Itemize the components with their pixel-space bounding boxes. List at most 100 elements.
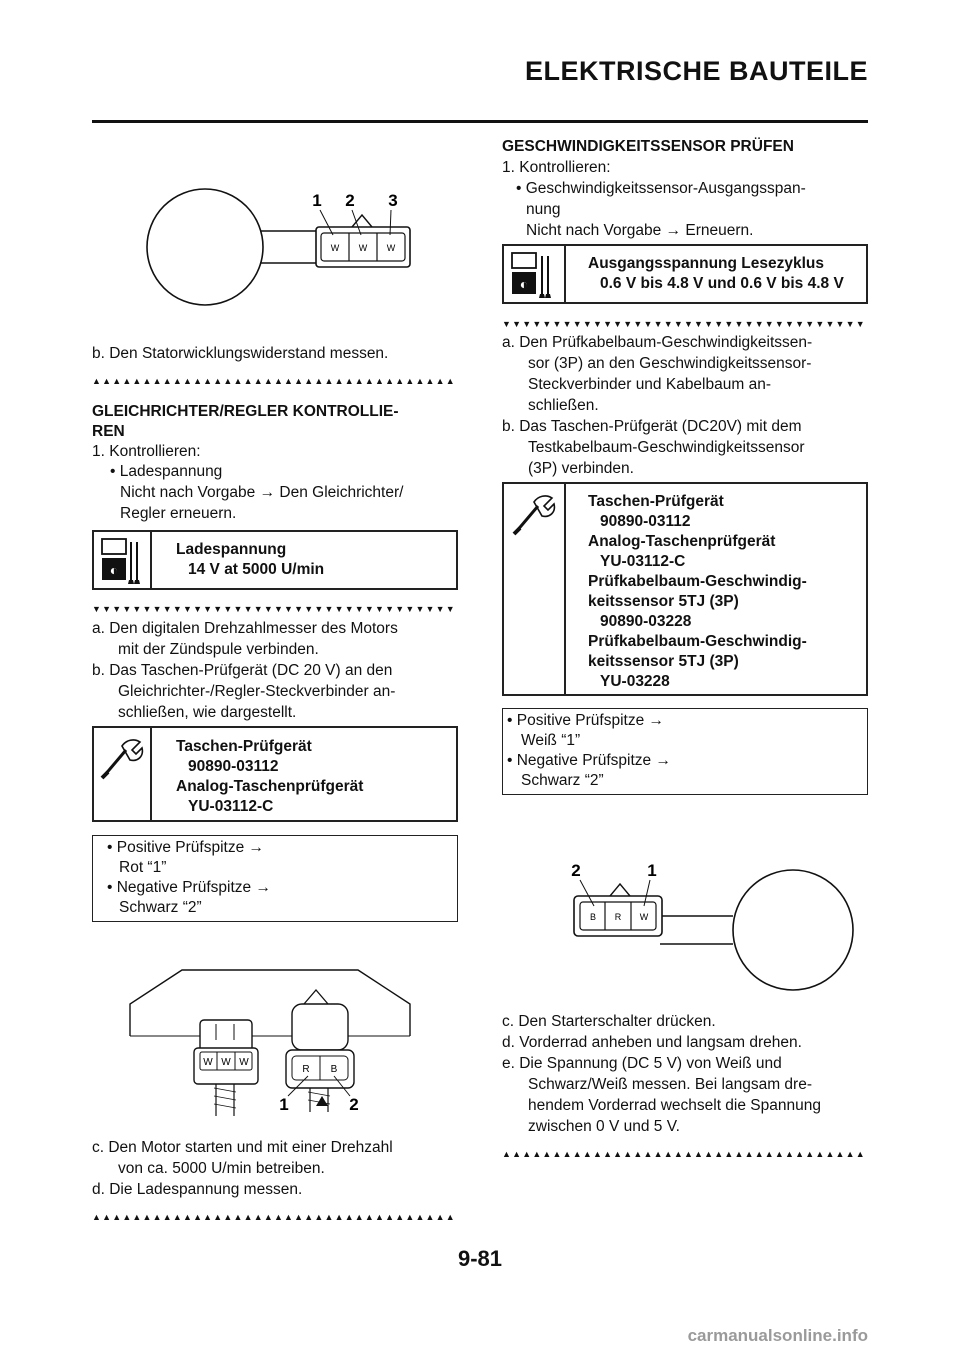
right-check-line: Nicht nach Vorgabe → Erneuern. [526, 222, 754, 239]
right-step-c: c. Den Starterschalter drücken. [502, 1013, 716, 1030]
right-check-bullet-1: • Geschwindigkeitssensor-Ausgangsspan- [516, 180, 806, 197]
fig3-label-2: 2 [571, 861, 580, 880]
fig2-right-pin-2: B [331, 1064, 338, 1075]
right-check-step-1: 1. Kontrollieren: [502, 159, 611, 176]
right-section-end-marker: ▲▲▲▲▲▲▲▲▲▲▲▲▲▲▲▲▲▲▲▲▲▲▲▲▲▲▲▲▲▲▲▲▲▲▲▲ [502, 1149, 866, 1159]
right-tool-name-4b: keitssensor 5TJ (3P) [588, 653, 739, 670]
probe-positive-color: Rot “1” [119, 859, 167, 876]
right-step-a-line-3: Steckverbinder und Kabelbaum an- [528, 376, 771, 393]
fig2-left-pin-1: W [203, 1057, 213, 1068]
right-tool-name-3b: keitssensor 5TJ (3P) [588, 593, 739, 610]
right-step-b-line-2: Testkabelbaum-Geschwindigkeitssensor [528, 439, 805, 456]
fig2-label-1: 1 [279, 1095, 288, 1114]
charging-voltage-label: Ladespannung [176, 541, 287, 558]
right-step-a-line-2: sor (3P) an den Geschwindigkeitssensor- [528, 355, 812, 372]
tool-name-2: Analog-Taschenprüfgerät [176, 778, 364, 795]
fig1-pin-3: W [387, 243, 396, 253]
right-step-b-line-1: b. Das Taschen-Prüfgerät (DC20V) mit dem [502, 418, 802, 435]
fig1-pin-1: W [331, 243, 340, 253]
step-a-line-2: mit der Zündspule verbinden. [118, 641, 319, 658]
header-rule [92, 120, 868, 123]
rectifier-section-title: GLEICHRICHTER/REGLER KONTROLLIE- [92, 403, 399, 420]
step-b-line-3: schließen, wie dargestellt. [118, 704, 297, 721]
charging-voltage-spec-box: ◐ Ladespannung 14 V at 5000 U/min [92, 530, 458, 590]
right-section-start-marker: ▼▼▼▼▼▼▼▼▼▼▼▼▼▼▼▼▼▼▼▼▼▼▼▼▼▼▼▼▼▼▼▼▼▼▼▼ [502, 319, 866, 329]
right-tool-number-3: 90890-03228 [600, 613, 692, 630]
page-header-title: ELEKTRISCHE BAUTEILE [524, 56, 868, 86]
right-probe-positive: • Positive Prüfspitze → [507, 712, 665, 729]
fig2-left-pin-2: W [221, 1057, 231, 1068]
output-voltage-label: Ausgangsspannung Lesezyklus [588, 255, 824, 272]
multimeter-icon: ◐ [101, 538, 140, 584]
right-step-e-line-4: zwischen 0 V und 5 V. [528, 1118, 680, 1135]
fig1-label-3: 3 [388, 191, 397, 210]
tool-number-2: YU-03112-C [188, 798, 274, 815]
multimeter-icon-right: ◐ [511, 252, 551, 298]
right-step-a-line-4: schließen. [528, 397, 599, 414]
right-tool-name-2: Analog-Taschenprüfgerät [588, 533, 776, 550]
right-tool-number-1: 90890-03112 [600, 513, 691, 530]
right-check-bullet-2: nung [526, 201, 561, 218]
fig1-label-1: 1 [312, 191, 321, 210]
right-probe-box: • Positive Prüfspitze → Weiß “1” • Negat… [502, 708, 868, 795]
step-c-line-2: von ca. 5000 U/min betreiben. [118, 1160, 325, 1177]
speed-sensor-circle [732, 869, 854, 991]
check-line-2: Regler erneuern. [120, 505, 237, 522]
stator-connector-figure: W W W 1 2 3 [146, 188, 411, 306]
probe-negative-color: Schwarz “2” [119, 899, 202, 916]
right-step-e-line-1: e. Die Spannung (DC 5 V) von Weiß und [502, 1055, 782, 1072]
check-line-1: Nicht nach Vorgabe → Den Gleichrichter/ [120, 484, 404, 501]
step-c-line-1: c. Den Motor starten und mit einer Drehz… [92, 1139, 393, 1156]
output-voltage-value: 0.6 V bis 4.8 V und 0.6 V bis 4.8 V [600, 275, 844, 292]
probe-negative: • Negative Prüfspitze → [107, 879, 271, 896]
step-a-line-1: a. Den digitalen Drehzahlmesser des Moto… [92, 620, 398, 637]
right-tool-name-4a: Prüfkabelbaum-Geschwindig- [588, 633, 807, 650]
pocket-tester-box: Taschen-Prüfgerät 90890-03112 Analog-Tas… [92, 726, 458, 822]
right-probe-positive-color: Weiß “1” [521, 732, 581, 749]
svg-text:◐: ◐ [520, 276, 528, 292]
fig3-pin-1: B [590, 912, 596, 922]
speed-sensor-section-title: GESCHWINDIGKEITSSENSOR PRÜFEN [502, 138, 794, 155]
step-d: d. Die Ladespannung messen. [92, 1181, 303, 1198]
tool-icon-right [512, 495, 556, 536]
check-step-1: 1. Kontrollieren: [92, 443, 201, 460]
right-tool-name-3a: Prüfkabelbaum-Geschwindig- [588, 573, 807, 590]
right-step-e-line-3: hendem Vorderrad wechselt die Spannung [528, 1097, 821, 1114]
right-probe-negative: • Negative Prüfspitze → [507, 752, 671, 769]
stator-circle [146, 188, 264, 306]
fig1-label-2: 2 [345, 191, 354, 210]
right-step-b-line-3: (3P) verbinden. [528, 460, 634, 477]
rectifier-connector-figure: W W W R B 1 2 [129, 969, 411, 1116]
right-tool-number-2: YU-03112-C [600, 553, 686, 570]
right-step-d: d. Vorderrad anheben und langsam drehen. [502, 1034, 802, 1051]
watermark-footer[interactable]: carmanualsonline.info [687, 1326, 868, 1345]
right-probe-negative-color: Schwarz “2” [521, 772, 604, 789]
svg-text:◐: ◐ [110, 562, 118, 578]
fig3-pin-3: W [640, 912, 649, 922]
section-end-marker: ▲▲▲▲▲▲▲▲▲▲▲▲▲▲▲▲▲▲▲▲▲▲▲▲▲▲▲▲▲▲▲▲▲▲▲▲ [92, 376, 456, 386]
fig2-left-pin-3: W [239, 1057, 249, 1068]
tool-icon [100, 739, 144, 780]
charging-voltage-value: 14 V at 5000 U/min [188, 561, 325, 578]
fig2-right-pin-1: R [302, 1064, 309, 1075]
tool-number-1: 90890-03112 [188, 758, 279, 775]
right-step-a-line-1: a. Den Prüfkabelbaum-Geschwindigkeitssen… [502, 334, 813, 351]
step-b-line-1: b. Das Taschen-Prüfgerät (DC 20 V) an de… [92, 662, 393, 679]
right-tool-name-1: Taschen-Prüfgerät [588, 493, 724, 510]
output-voltage-spec-box: ◐ Ausgangsspannung Lesezyklus 0.6 V bis … [502, 244, 868, 304]
fig3-pin-2: R [615, 912, 622, 922]
section-start-marker: ▼▼▼▼▼▼▼▼▼▼▼▼▼▼▼▼▼▼▼▼▼▼▼▼▼▼▼▼▼▼▼▼▼▼▼▼ [92, 604, 456, 614]
right-tool-number-4: YU-03228 [600, 673, 670, 690]
fig2-label-2: 2 [349, 1095, 358, 1114]
fig3-label-1: 1 [647, 861, 656, 880]
right-tools-box: Taschen-Prüfgerät 90890-03112 Analog-Tas… [502, 482, 868, 696]
fig1-pin-2: W [359, 243, 368, 253]
section-end-marker-2: ▲▲▲▲▲▲▲▲▲▲▲▲▲▲▲▲▲▲▲▲▲▲▲▲▲▲▲▲▲▲▲▲▲▲▲▲ [92, 1212, 456, 1222]
page-number: 9-81 [457, 1246, 503, 1271]
tool-name-1: Taschen-Prüfgerät [176, 738, 312, 755]
speed-sensor-connector-figure: B R W 2 1 [571, 861, 854, 991]
right-step-e-line-2: Schwarz/Weiß messen. Bei langsam dre- [528, 1076, 812, 1093]
check-bullet: • Ladespannung [110, 463, 223, 480]
step-b-line-2: Gleichrichter-/Regler-Steckverbinder an- [118, 683, 396, 700]
probe-positive: • Positive Prüfspitze → [107, 839, 265, 856]
